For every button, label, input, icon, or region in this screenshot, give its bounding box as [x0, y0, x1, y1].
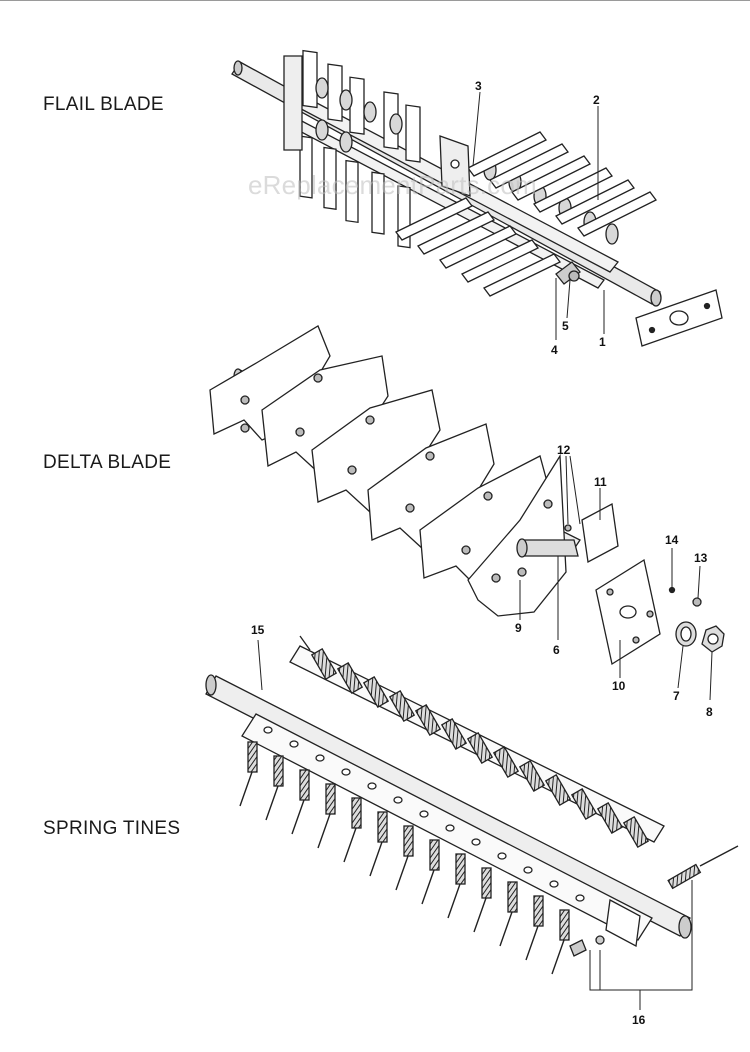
bolt-12 — [564, 524, 572, 532]
flail-blade-label: FLAIL BLADE — [43, 94, 164, 115]
watermark: eReplacementParts.com — [248, 170, 537, 200]
flail-leader-lines — [472, 91, 605, 340]
callout-15: 15 — [251, 623, 265, 637]
callout-10: 10 — [612, 679, 626, 693]
callout-labels: 3 2 5 4 1 12 11 14 13 9 6 10 7 8 15 16 — [251, 79, 713, 1027]
callout-14: 14 — [665, 533, 679, 547]
flail-blades-upper — [299, 49, 421, 249]
spring-tines-label: SPRING TINES — [43, 818, 181, 839]
delta-hub — [516, 538, 579, 558]
washer-14 — [668, 586, 676, 594]
callout-1: 1 — [599, 335, 606, 349]
callout-13: 13 — [694, 551, 708, 565]
delta-bolts — [240, 373, 553, 583]
tine-bolt — [569, 939, 587, 957]
tine-end-bracket — [605, 898, 641, 948]
spring-leader-lines — [257, 639, 693, 1010]
callout-5: 5 — [562, 319, 569, 333]
spring-tines-assembly — [205, 635, 739, 975]
callout-2: 2 — [593, 93, 600, 107]
lower-tines — [239, 741, 739, 975]
delta-leader-lines — [519, 455, 713, 701]
delta-bearing-plate — [595, 558, 661, 666]
flail-bolt — [555, 261, 581, 285]
flail-end-plate-left — [283, 55, 303, 151]
tine-bar-holes — [263, 726, 585, 902]
callout-4: 4 — [551, 343, 558, 357]
delta-blade-label: DELTA BLADE — [43, 452, 172, 473]
callout-16: 16 — [632, 1013, 646, 1027]
callout-3: 3 — [475, 79, 482, 93]
flail-bearing-plate — [635, 289, 723, 347]
flail-blades-lower — [395, 131, 657, 297]
callout-7: 7 — [673, 689, 680, 703]
delta-blade-assembly — [209, 325, 725, 666]
delta-bearing — [675, 621, 697, 647]
callout-6: 6 — [553, 643, 560, 657]
tine-washer — [595, 935, 605, 945]
delta-plate — [581, 502, 619, 564]
delta-blade-set — [209, 325, 567, 617]
callout-8: 8 — [706, 705, 713, 719]
callout-11: 11 — [594, 475, 607, 489]
callout-12: 12 — [557, 443, 571, 457]
top-border — [0, 0, 750, 1]
upper-springs — [310, 647, 650, 849]
callout-9: 9 — [515, 621, 522, 635]
tine-shaft — [205, 674, 692, 939]
flail-blade-assembly — [231, 49, 723, 347]
nut-13 — [692, 597, 702, 607]
delta-nut — [701, 625, 725, 653]
